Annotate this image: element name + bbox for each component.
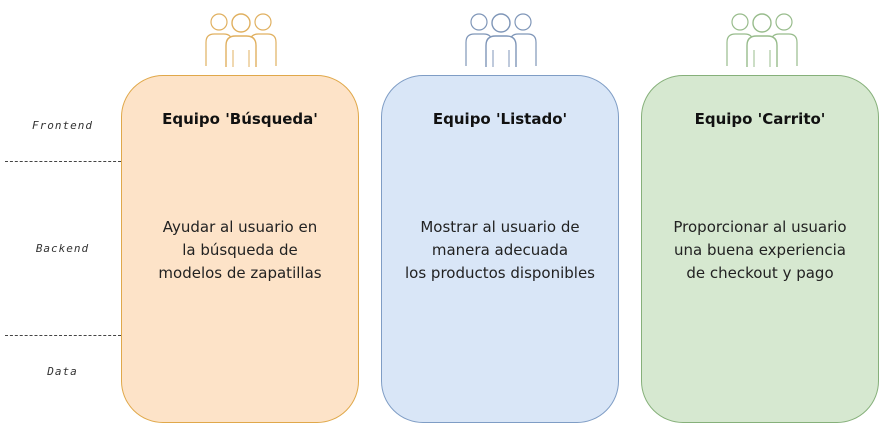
- team-description: Mostrar al usuario de manera adecuada lo…: [405, 218, 595, 282]
- people-icon: [465, 13, 537, 67]
- layer-divider-frontend-backend: [5, 161, 121, 162]
- team-title: Equipo 'Carrito': [694, 110, 826, 128]
- people-icon: [205, 13, 277, 67]
- team-card-listado: Equipo 'Listado' Mostrar al usuario de m…: [381, 75, 619, 423]
- team-description: Ayudar al usuario en la búsqueda de mode…: [158, 218, 322, 282]
- layer-divider-backend-data: [5, 335, 121, 336]
- team-card-busqueda: Equipo 'Búsqueda' Ayudar al usuario en l…: [121, 75, 359, 423]
- team-description: Proporcionar al usuario una buena experi…: [673, 218, 847, 282]
- team-title: Equipo 'Listado': [432, 110, 568, 128]
- people-icon: [726, 13, 798, 67]
- layer-label-backend: Backend: [35, 242, 90, 255]
- layer-label-data: Data: [47, 365, 78, 378]
- team-card-carrito: Equipo 'Carrito' Proporcionar al usuario…: [641, 75, 879, 423]
- team-title: Equipo 'Búsqueda': [162, 110, 318, 128]
- layer-label-frontend: Frontend: [32, 119, 93, 132]
